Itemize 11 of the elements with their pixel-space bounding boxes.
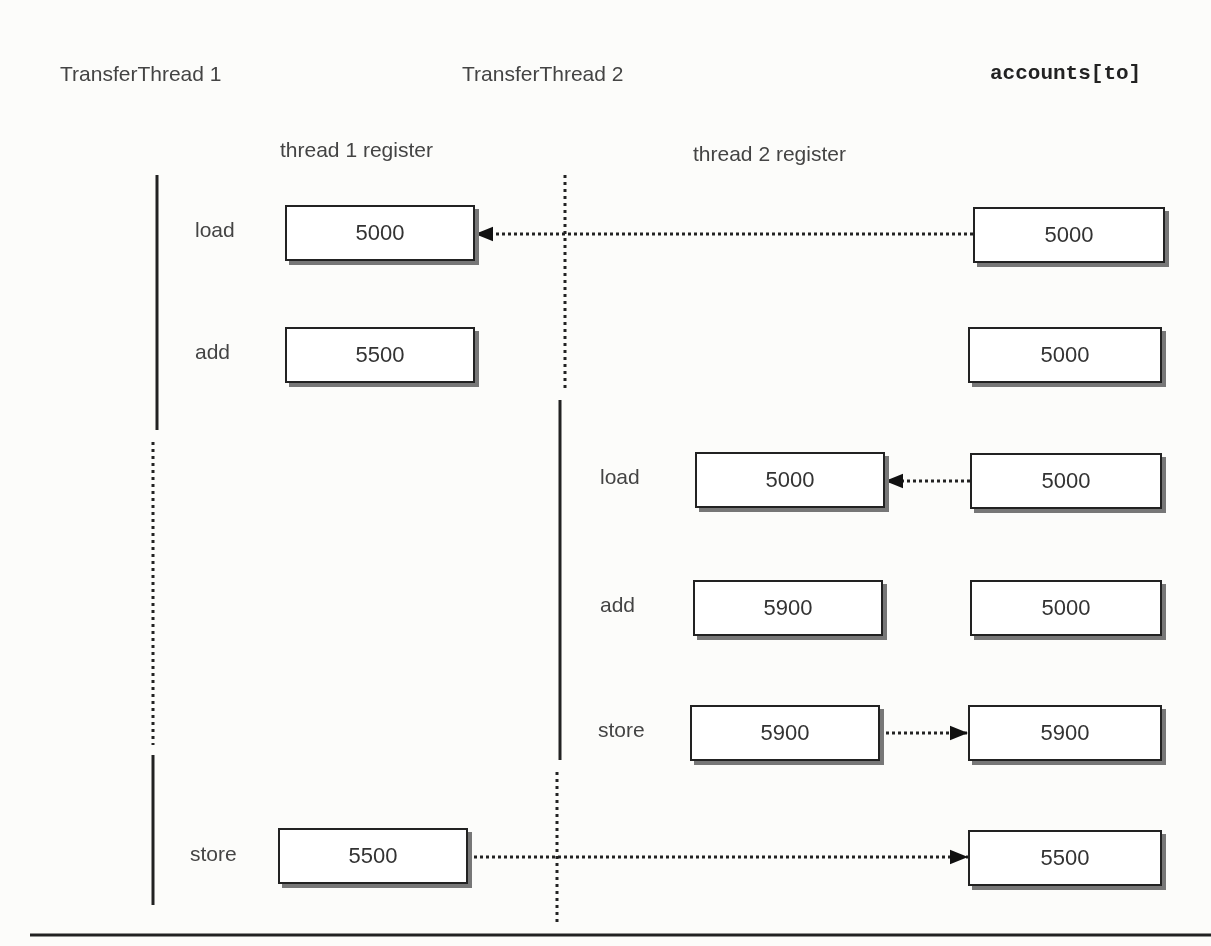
operation-label: store	[598, 718, 645, 742]
column-heading: thread 2 register	[693, 142, 846, 166]
thread-heading: TransferThread 1	[60, 62, 222, 86]
operation-label: load	[600, 465, 640, 489]
column-heading: thread 1 register	[280, 138, 433, 162]
operation-label: add	[195, 340, 231, 364]
thread-heading: TransferThread 2	[462, 62, 624, 86]
column-heading: accounts[to]	[990, 62, 1142, 85]
operation-label: store	[190, 842, 237, 866]
operation-label: add	[600, 593, 636, 617]
operation-label: load	[195, 218, 235, 242]
